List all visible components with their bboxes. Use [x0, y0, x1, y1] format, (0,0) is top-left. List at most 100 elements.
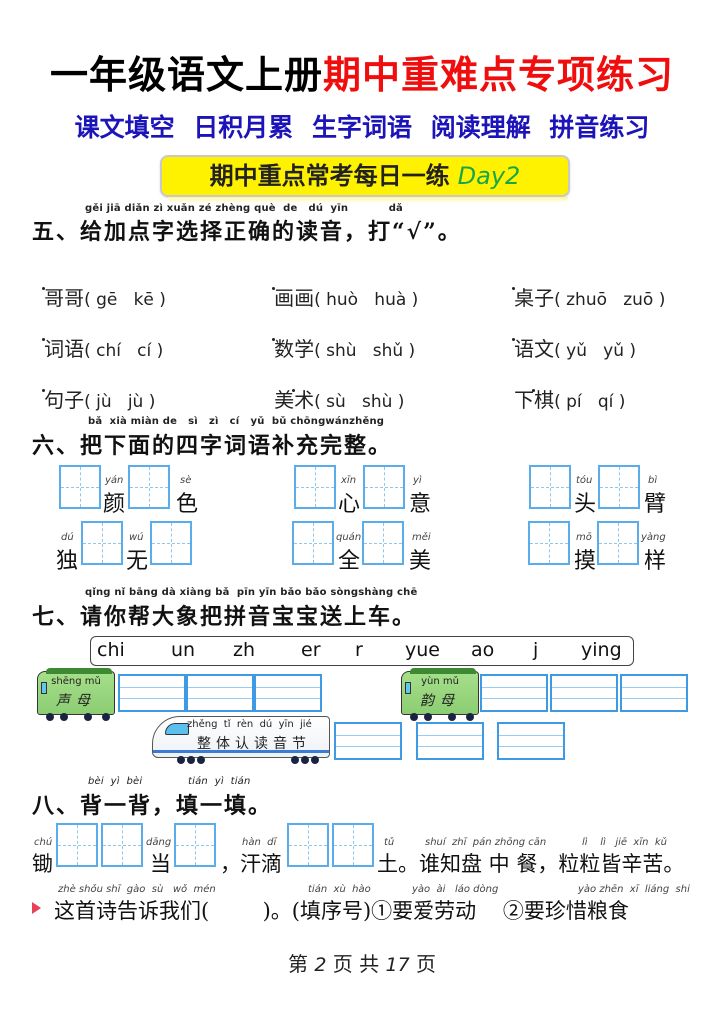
given-char: 颜 [103, 492, 126, 517]
given-char: 摸 [574, 549, 597, 574]
char-grid-box[interactable] [56, 823, 98, 867]
pinyin-hint: yì [413, 475, 422, 486]
syllable-chip[interactable]: er [301, 639, 321, 661]
syllable-chip[interactable]: ao [471, 639, 495, 661]
train-label-pinyin: zhěng tǐ rèn dú yīn jié [187, 719, 312, 730]
char-grid-box[interactable] [292, 521, 334, 565]
answer-slot-whole[interactable] [497, 722, 565, 760]
wheel-icon [46, 713, 54, 721]
q5-item: 语文( yǔ yǔ ) [514, 337, 637, 361]
question-text: 这首诗告诉我们( )。(填序号)①要爱劳动 ②要珍惜粮食 [54, 899, 629, 923]
total-pages: 17 [385, 954, 410, 976]
wheel-icon [177, 756, 185, 764]
pinyin-hint: sè [180, 475, 192, 486]
pinyin-hint: dāng [146, 837, 172, 848]
q5-options[interactable]: ( pí qí ) [554, 392, 626, 412]
poem-line: 土。谁知盘 中 餐，粒粒皆辛苦。 [377, 852, 685, 876]
char-grid-box[interactable] [287, 823, 329, 867]
char-grid-box[interactable] [128, 465, 170, 509]
pinyin-hint: zhè shǒu shī gào sù wǒ mén [58, 884, 216, 895]
char-grid-box[interactable] [598, 465, 640, 509]
wheel-icon [197, 756, 205, 764]
q5-options[interactable]: ( jù jù ) [84, 392, 156, 412]
section5-title: 五、给加点字选择正确的读音，打“√”。 [32, 219, 462, 245]
section8-pinyin-b: tián yì tián [188, 776, 251, 787]
wheel-icon [102, 713, 110, 721]
q5-options[interactable]: ( sù shù ) [314, 392, 405, 412]
char-grid-box[interactable] [529, 465, 571, 509]
pinyin-hint: hàn dī [242, 837, 277, 848]
section7-pinyin: qǐng nǐ bāng dà xiàng bǎ pīn yīn bǎo bǎo… [85, 587, 418, 598]
char-grid-box[interactable] [150, 521, 192, 565]
q5-options[interactable]: ( huò huà ) [314, 290, 419, 310]
answer-slot-whole[interactable] [334, 722, 402, 760]
syllable-chip[interactable]: ying [581, 639, 622, 661]
title-red-part: 期中重难点专项练习 [323, 52, 675, 97]
syllable-chip[interactable]: zh [233, 639, 256, 661]
answer-slot-whole[interactable] [416, 722, 484, 760]
q5-options[interactable]: ( gē kē ) [84, 290, 166, 310]
syllable-chip[interactable]: yue [405, 639, 440, 661]
page-suffix: 页 [409, 952, 437, 976]
poem-chars: 汗滴 [240, 852, 282, 876]
pinyin-hint: tián xù hào [308, 884, 371, 895]
pinyin-hint: bì [648, 475, 658, 486]
poem-char: 当 [150, 852, 171, 876]
answer-slot-final[interactable] [550, 674, 618, 712]
current-page: 2 [314, 954, 327, 976]
answer-slot-final[interactable] [480, 674, 548, 712]
page-indicator: 第 2 页 共 17 页 [0, 948, 724, 977]
syllable-chip[interactable]: un [171, 639, 196, 661]
emphasis-dot [512, 287, 515, 290]
q5-item: 句子( jù jù ) [44, 388, 156, 412]
pinyin-hint: quán [336, 532, 362, 543]
given-char: 无 [126, 549, 149, 574]
emphasis-dot [272, 338, 275, 341]
char-grid-box[interactable] [597, 521, 639, 565]
q5-options[interactable]: ( zhuō zuō ) [554, 290, 666, 310]
given-char: 头 [574, 492, 597, 517]
answer-slot-initial[interactable] [186, 674, 254, 712]
wheel-icon [187, 756, 195, 764]
pinyin-hint: mō [576, 532, 592, 543]
char-grid-box[interactable] [81, 521, 123, 565]
pinyin-hint: yán [105, 475, 124, 486]
answer-slot-initial[interactable] [254, 674, 322, 712]
syllable-chip[interactable]: chi [97, 639, 125, 661]
syllable-chip[interactable]: r [355, 639, 363, 661]
train-stripe [153, 750, 329, 753]
section8-title: 八、背一背，填一填。 [32, 793, 273, 819]
q5-options[interactable]: ( chí cí ) [84, 341, 164, 361]
char-grid-box[interactable] [101, 823, 143, 867]
given-char: 臂 [644, 492, 667, 517]
wheel-icon [84, 713, 92, 721]
answer-slot-initial[interactable] [118, 674, 186, 712]
char-grid-box[interactable] [363, 465, 405, 509]
char-grid-box[interactable] [362, 521, 404, 565]
q5-item: 哥哥( gē kē ) [44, 286, 166, 310]
q5-item: 美术( sù shù ) [274, 388, 405, 412]
char-grid-box[interactable] [294, 465, 336, 509]
q5-options[interactable]: ( yǔ yǔ ) [554, 341, 637, 361]
pinyin-hint: shuí zhī pán zhōng cān [425, 837, 547, 848]
poem-char: 锄 [32, 852, 53, 876]
emphasis-dot [42, 287, 45, 290]
q5-options[interactable]: ( shù shǔ ) [314, 341, 416, 361]
char-grid-box[interactable] [528, 521, 570, 565]
pinyin-hint: dú [61, 532, 74, 543]
char-grid-box[interactable] [59, 465, 101, 509]
pinyin-hint: xīn [341, 475, 357, 486]
answer-blank[interactable] [210, 896, 292, 922]
given-char: 意 [409, 492, 432, 517]
char-grid-box[interactable] [332, 823, 374, 867]
syllable-chip[interactable]: j [533, 639, 539, 661]
answer-slot-final[interactable] [620, 674, 688, 712]
syllable-bar: chi un zh er r yue ao j ying [90, 636, 634, 666]
q5-item: 桌子( zhuō zuō ) [514, 286, 666, 310]
char-grid-box[interactable] [174, 823, 216, 867]
bullet-arrow-icon [32, 902, 41, 914]
train-whole-syllables: zhěng tǐ rèn dú yīn jié 整体认读音节 [152, 716, 330, 764]
train-window [41, 682, 47, 694]
section5-pinyin: gěi jiā diǎn zì xuǎn zé zhèng què de dú … [85, 203, 403, 214]
